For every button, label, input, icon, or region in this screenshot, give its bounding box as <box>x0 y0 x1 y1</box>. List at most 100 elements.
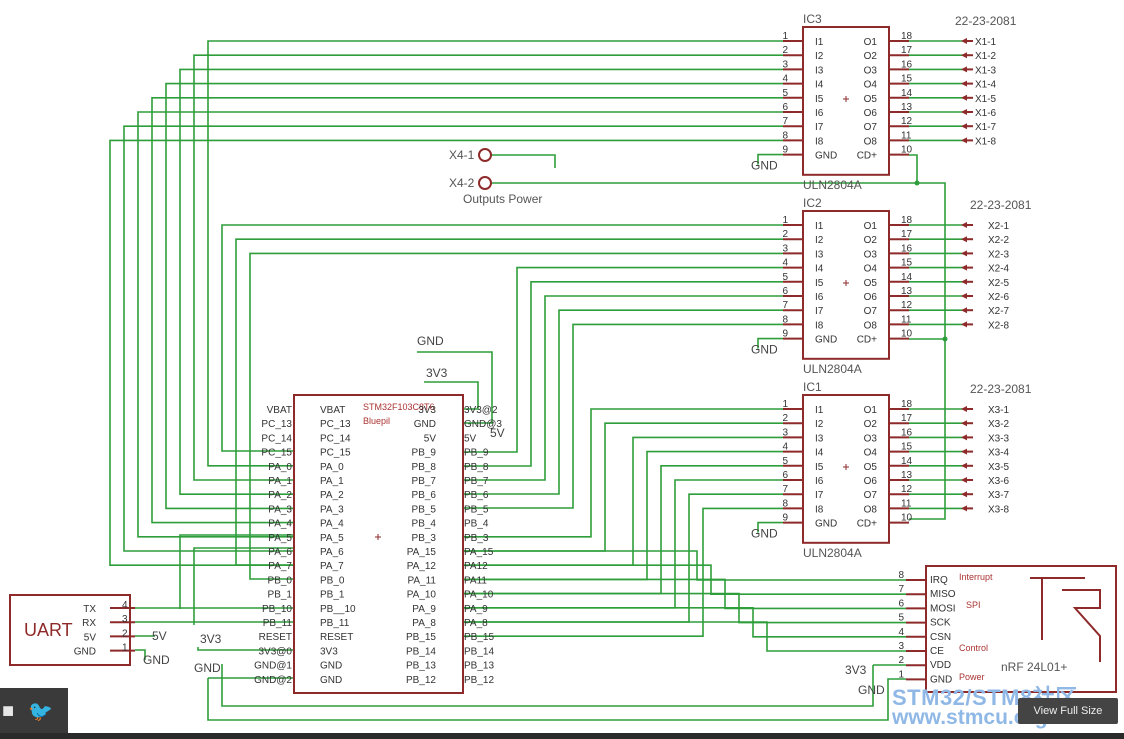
connector-pin <box>961 505 967 512</box>
pin-name: I2 <box>815 51 824 62</box>
wire <box>463 422 783 552</box>
connector-pin <box>961 462 967 469</box>
pin-number: 9 <box>782 513 788 524</box>
wire <box>109 139 783 567</box>
pin-number: 9 <box>782 329 788 340</box>
pin-number: 5 <box>898 613 904 624</box>
mcu-pin-outer: RESET <box>259 632 292 643</box>
output-label: X2-8 <box>988 320 1010 331</box>
connector-pin <box>961 307 967 314</box>
mcu-pin-outer: PB_1 <box>268 590 293 601</box>
mcu-pin-outer: GND@1 <box>254 661 292 672</box>
wire <box>137 111 783 538</box>
pin-number: 16 <box>901 243 913 254</box>
pin-name: GND <box>815 151 837 162</box>
connector-pin <box>961 406 967 412</box>
output-label: X3-2 <box>988 419 1010 430</box>
mcu-pin-outer: GND@2 <box>254 675 292 686</box>
nrf-group: Power <box>959 672 985 682</box>
mcu-pin-inner: PB_11 <box>320 618 350 629</box>
mcu-pin-inner: 5V <box>424 433 437 444</box>
pin-name: I1 <box>815 221 824 232</box>
mcu-pin-inner: GND <box>414 419 436 430</box>
mcu-title: STM32F103C8T6 <box>363 402 435 412</box>
pin-number: 17 <box>901 229 913 240</box>
output-label: X2-3 <box>988 249 1010 260</box>
twitter-icon[interactable]: 🐦 <box>28 700 53 723</box>
mcu-pin-inner: PA_4 <box>320 519 344 530</box>
pin-number: 6 <box>898 598 904 609</box>
gnd-label: GND <box>417 334 444 348</box>
connector-pin <box>961 250 967 257</box>
output-label: X2-6 <box>988 292 1010 303</box>
mcu-pin-outer: PB_14 <box>464 646 494 657</box>
wire <box>221 665 874 707</box>
mcu-pin-outer: PB_11 <box>263 618 293 629</box>
pin-name: I7 <box>815 306 824 317</box>
pin-name: O4 <box>864 264 878 275</box>
connector-pin <box>961 491 967 498</box>
connector-pin <box>961 137 967 144</box>
pin-number: 14 <box>901 88 913 99</box>
ic-body <box>802 394 890 544</box>
mcu-pin-inner: PA_2 <box>320 490 344 501</box>
wire <box>235 238 783 566</box>
mcu-pin-outer: PA_15 <box>464 547 494 558</box>
wire <box>165 82 783 510</box>
wire <box>197 647 294 651</box>
pin-name: O6 <box>864 108 878 119</box>
pin-name: O5 <box>864 278 878 289</box>
nrf-pin: SCK <box>930 618 951 629</box>
ic-ref: IC1 <box>803 380 822 394</box>
pin-number: 2 <box>782 45 788 56</box>
mcu-pin-outer: PA_6 <box>268 547 292 558</box>
mcu-body <box>293 394 464 694</box>
pin-number: 2 <box>782 413 788 424</box>
mcu-pin-outer: PA11 <box>464 575 487 586</box>
wire <box>123 125 783 552</box>
output-label: X1-3 <box>975 65 997 76</box>
pin-name: I1 <box>815 37 824 48</box>
pin-number: 4 <box>782 258 788 269</box>
mcu-pin-outer: PA_0 <box>268 462 292 473</box>
v33-label: 3V3 <box>426 366 448 380</box>
pin-number: 18 <box>901 31 913 42</box>
mcu-pin-inner: PB_1 <box>320 590 345 601</box>
pin-name: O3 <box>864 249 878 260</box>
pin-name: I6 <box>815 476 824 487</box>
view-full-size-button[interactable]: View Full Size <box>1018 698 1118 724</box>
mcu-pin-inner: PA_15 <box>407 547 437 558</box>
pin-number: 5 <box>782 272 788 283</box>
mcu-pin-inner: PB_14 <box>406 646 436 657</box>
pin-name: I8 <box>815 504 824 515</box>
output-label: X1-6 <box>975 108 997 119</box>
nrf-title: nRF 24L01+ <box>1001 660 1067 674</box>
wire <box>417 351 493 424</box>
nrf-pin: CE <box>930 646 944 657</box>
share-icon[interactable]: ■ <box>2 699 15 722</box>
pin-number: 6 <box>782 102 788 113</box>
uart-pin: 5V <box>84 632 97 643</box>
pin-number: 11 <box>901 314 912 325</box>
pin-number: 7 <box>782 484 788 495</box>
pin-name: O6 <box>864 292 878 303</box>
wires <box>109 40 967 721</box>
wire <box>463 408 783 538</box>
pin-name: O1 <box>864 405 878 416</box>
output-label: X3-7 <box>988 490 1010 501</box>
output-label: X1-4 <box>975 80 997 91</box>
mcu-pin-outer: PA_3 <box>268 504 292 515</box>
connector-pin <box>961 477 967 483</box>
pin-name: I1 <box>815 405 824 416</box>
v33-label: 3V3 <box>200 632 222 646</box>
output-label: X3-6 <box>988 476 1010 487</box>
pin-number: 4 <box>782 74 788 85</box>
mcu-pin-outer: PB_10 <box>262 604 292 615</box>
pin-number: 1 <box>782 31 788 42</box>
pin-name: O1 <box>864 37 878 48</box>
wire <box>463 309 783 495</box>
gnd-label: GND <box>751 343 778 357</box>
mcu-pin-outer: PA_10 <box>464 590 494 601</box>
connector-pin <box>961 420 967 427</box>
